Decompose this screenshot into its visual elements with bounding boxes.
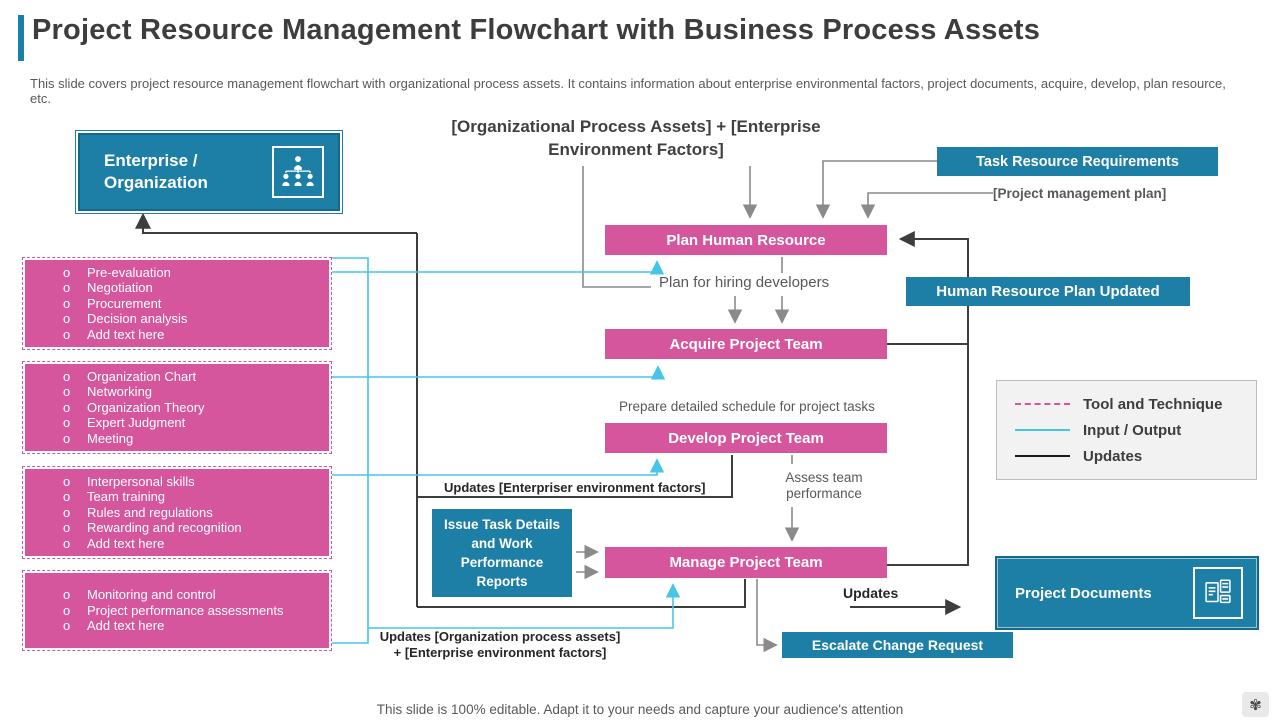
annotation-updates: Updates [843,585,899,601]
documents-icon [1193,567,1243,619]
node-manage-project-team: Manage Project Team [605,547,887,578]
list-develop-tools: Interpersonal skills Team training Rules… [22,466,332,559]
list-item: Meeting [25,431,329,447]
node-human-resource-plan-updated: Human Resource Plan Updated [906,277,1190,306]
annotation-assess-team: Assess team performance [785,470,863,501]
list-item: Rules and regulations [25,505,329,521]
slide-description: This slide covers project resource manag… [30,76,1226,106]
node-issue-task-details: Issue Task Details and Work Performance … [432,509,572,597]
list-item: Add text here [25,536,329,552]
annotation-updates-org-assets: Updates [Organization process assets] + … [379,629,621,660]
list-item: Interpersonal skills [25,474,329,490]
title-accent-bar [18,15,24,61]
project-management-plan-label: [Project management plan] [993,186,1167,201]
node-plan-human-resource: Plan Human Resource [605,225,887,255]
process-assets-header: [Organizational Process Assets] + [Enter… [451,117,821,159]
annotation-updates-enterpriser: Updates [Enterpriser environment factors… [444,480,706,495]
list-item: Rewarding and recognition [25,520,329,536]
list-item: Add text here [25,618,329,634]
list-item: Project performance assessments [25,603,329,619]
node-develop-project-team: Develop Project Team [605,423,887,453]
black-line-swatch [1015,455,1070,457]
list-item: Organization Chart [25,369,329,385]
node-escalate-change-request: Escalate Change Request [782,632,1013,658]
list-item: Procurement [25,296,329,312]
page-title: Project Resource Management Flowchart wi… [32,14,1041,46]
node-enterprise-organization: Enterprise / Organization [75,130,343,214]
list-item: Pre-evaluation [25,265,329,281]
org-chart-icon [272,146,324,198]
legend-item-tool-and-technique: Tool and Technique [1015,396,1256,413]
list-item: Organization Theory [25,400,329,416]
footer-note: This slide is 100% editable. Adapt it to… [376,702,904,717]
list-item: Monitoring and control [25,587,329,603]
list-item: Add text here [25,327,329,343]
list-item: Expert Judgment [25,415,329,431]
dashed-pink-line-swatch [1015,403,1070,405]
legend: Tool and Technique Input / Output Update… [996,380,1257,480]
list-item: Decision analysis [25,311,329,327]
annotation-prepare-schedule: Prepare detailed schedule for project ta… [619,399,875,414]
list-item: Team training [25,489,329,505]
cyan-line-swatch [1015,429,1070,431]
list-acquire-tools: Pre-evaluation Negotiation Procurement D… [22,257,332,350]
annotation-plan-hiring: Plan for hiring developers [659,274,830,291]
list-manage-tools: Monitoring and control Project performan… [22,570,332,651]
list-plan-tools: Organization Chart Networking Organizati… [22,361,332,454]
node-project-documents: Project Documents [995,556,1259,630]
flower-icon: ✾ [1242,692,1269,717]
node-acquire-project-team: Acquire Project Team [605,329,887,359]
legend-item-updates: Updates [1015,448,1256,465]
node-task-resource-requirements: Task Resource Requirements [937,147,1218,176]
legend-item-input-output: Input / Output [1015,422,1256,439]
enterprise-label: Enterprise / Organization [104,151,208,192]
list-item: Negotiation [25,280,329,296]
list-item: Networking [25,384,329,400]
